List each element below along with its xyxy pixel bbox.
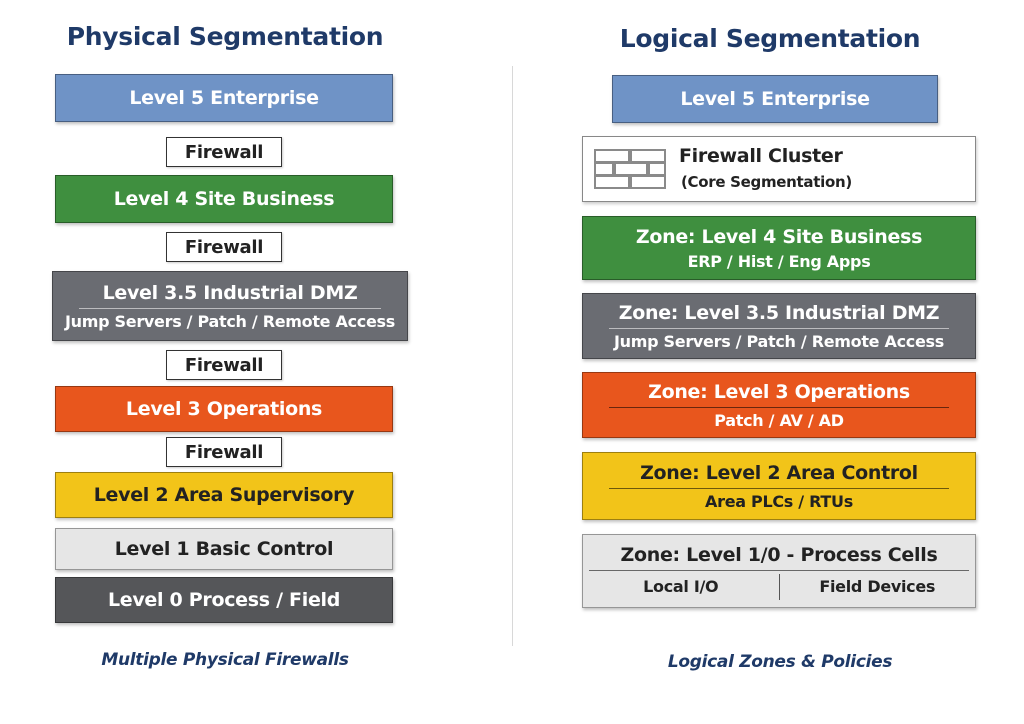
zone-level-1-0-process-cells: Zone: Level 1/0 - Process Cells Local I/… (582, 534, 976, 608)
physical-level-4-site-business: Level 4 Site Business (55, 175, 393, 223)
logical-title: Logical Segmentation (619, 24, 921, 53)
local-io-label: Local I/O (643, 576, 719, 596)
firewall-label: Firewall (184, 141, 264, 163)
zone-label: Zone: Level 4 Site Business (635, 225, 923, 248)
physical-level-2-area-supervisory: Level 2 Area Supervisory (55, 472, 393, 518)
zone-label: Zone: Level 1/0 - Process Cells (620, 543, 938, 566)
physical-level-0-process-field: Level 0 Process / Field (55, 577, 393, 623)
zone-split-row: Local I/O Field Devices (583, 573, 975, 600)
physical-level-3-5-industrial-dmz: Level 3.5 Industrial DMZ Jump Servers / … (52, 271, 408, 341)
physical-level-3-operations: Level 3 Operations (55, 386, 393, 432)
zone-label: Zone: Level 3 Operations (648, 380, 910, 403)
firewall-1: Firewall (166, 137, 282, 167)
firewall-cluster: Firewall Cluster (Core Segmentation) (582, 136, 976, 202)
zone-sublabel: Patch / AV / AD (714, 410, 844, 430)
level-label: Level 1 Basic Control (114, 538, 334, 560)
box-separator (609, 327, 949, 329)
level-label: Level 5 Enterprise (680, 88, 870, 110)
box-separator (79, 307, 381, 309)
cluster-label: Firewall Cluster (679, 145, 843, 167)
field-devices-label: Field Devices (819, 576, 936, 596)
split-divider (778, 573, 780, 600)
level-sublabel: Jump Servers / Patch / Remote Access (65, 311, 395, 331)
box-separator (589, 569, 969, 571)
level-label: Level 5 Enterprise (129, 87, 319, 109)
firewall-label: Firewall (184, 236, 264, 258)
zone-label: Zone: Level 2 Area Control (640, 461, 918, 484)
level-label: Level 3.5 Industrial DMZ (102, 281, 358, 304)
physical-footer: Multiple Physical Firewalls (101, 650, 349, 670)
zone-sublabel: Jump Servers / Patch / Remote Access (614, 331, 944, 351)
zone-sublabel: ERP / Hist / Eng Apps (687, 251, 871, 271)
cluster-sublabel: (Core Segmentation) (681, 173, 852, 191)
zone-level-2-area-control: Zone: Level 2 Area Control Area PLCs / R… (582, 452, 976, 520)
level-label: Level 0 Process / Field (107, 589, 341, 611)
zone-level-3-5-industrial-dmz: Zone: Level 3.5 Industrial DMZ Jump Serv… (582, 293, 976, 359)
zone-label: Zone: Level 3.5 Industrial DMZ (618, 301, 940, 324)
firewall-4: Firewall (166, 437, 282, 467)
firewall-3: Firewall (166, 350, 282, 380)
level-label: Level 2 Area Supervisory (93, 484, 355, 506)
zone-level-3-operations: Zone: Level 3 Operations Patch / AV / AD (582, 372, 976, 438)
level-label: Level 3 Operations (125, 398, 323, 420)
level-label: Level 4 Site Business (113, 188, 335, 210)
logical-level-5-enterprise: Level 5 Enterprise (612, 75, 938, 123)
box-separator (609, 406, 949, 408)
box-separator (609, 487, 949, 489)
brick-wall-icon (594, 149, 666, 189)
zone-level-4-site-business: Zone: Level 4 Site Business ERP / Hist /… (582, 216, 976, 280)
column-divider (512, 66, 513, 646)
firewall-label: Firewall (184, 441, 264, 463)
physical-level-1-basic-control: Level 1 Basic Control (55, 528, 393, 570)
physical-title: Physical Segmentation (66, 22, 384, 51)
physical-level-5-enterprise: Level 5 Enterprise (55, 74, 393, 122)
zone-sublabel: Area PLCs / RTUs (705, 491, 853, 511)
logical-footer: Logical Zones & Policies (667, 652, 893, 672)
firewall-label: Firewall (184, 354, 264, 376)
firewall-2: Firewall (166, 232, 282, 262)
